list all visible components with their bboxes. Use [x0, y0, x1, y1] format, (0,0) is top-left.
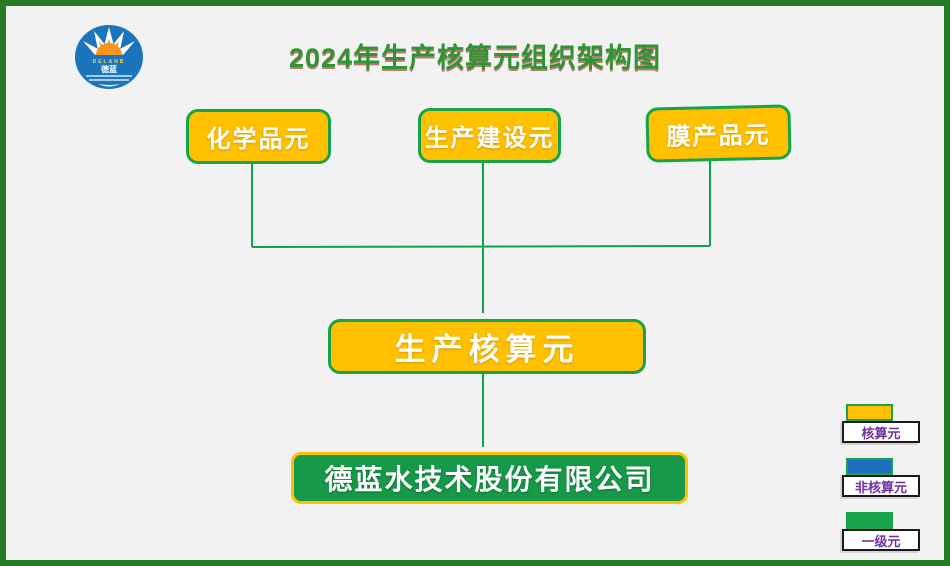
legend-swatch-blue [846, 458, 893, 475]
legend-item-accounting-unit: 核算元 [834, 404, 934, 444]
unit-box-membrane-products: 膜产品元 [645, 104, 792, 163]
page-title: 2024年生产核算元组织架构图 [288, 43, 662, 73]
unit-label: 生产建设元 [424, 126, 555, 152]
legend-swatch-green [846, 512, 893, 529]
svg-text:DELANB: DELANB [93, 59, 126, 65]
unit-box-chemicals: 化学品元 [186, 109, 331, 164]
unit-label: 膜产品元 [666, 122, 771, 152]
legend-item-non-accounting-unit: 非核算元 [834, 458, 934, 498]
legend: 核算元 非核算元 一级元 [834, 404, 934, 560]
unit-label: 化学品元 [206, 127, 311, 153]
unit-box-production-construction: 生产建设元 [418, 108, 561, 163]
unit-label: 生产核算元 [394, 332, 580, 367]
legend-swatch-yellow [846, 404, 893, 421]
svg-text:德蓝: 德蓝 [101, 64, 117, 74]
unit-box-production-accounting: 生产核算元 [328, 319, 646, 374]
company-logo: DELANB 德蓝 [74, 24, 144, 90]
lotus-logo-icon: DELANB 德蓝 [75, 25, 143, 89]
legend-item-first-level-unit: 一级元 [834, 512, 934, 552]
company-box: 德蓝水技术股份有限公司 [291, 452, 688, 504]
legend-label: 一级元 [842, 529, 920, 551]
legend-label: 核算元 [842, 421, 920, 443]
legend-label: 非核算元 [842, 475, 920, 497]
company-label: 德蓝水技术股份有限公司 [324, 465, 655, 496]
